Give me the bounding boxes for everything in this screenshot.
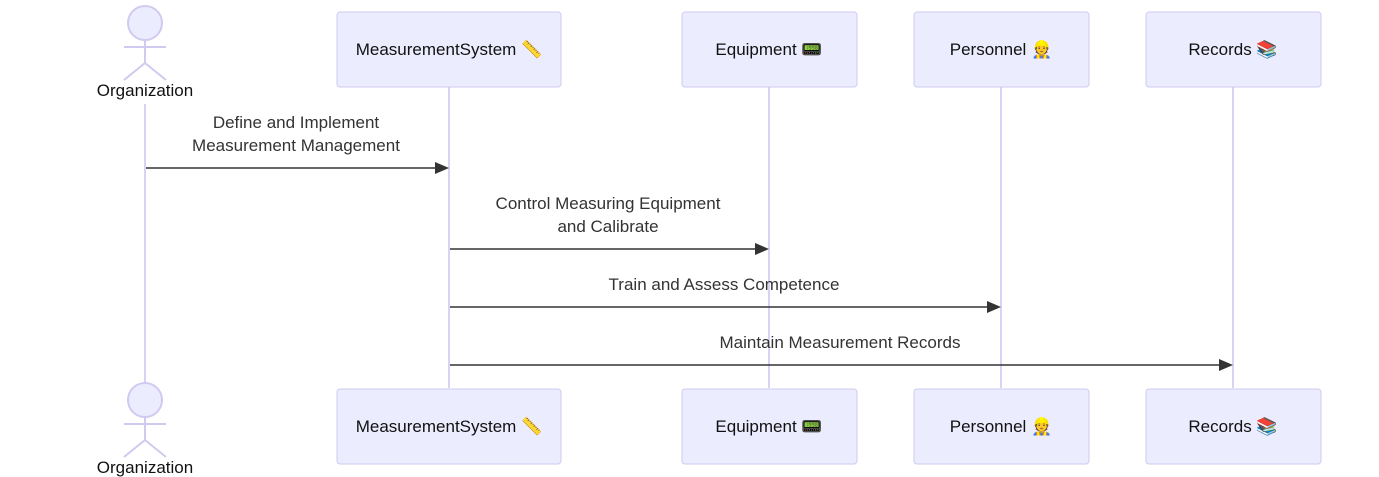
participant-label: MeasurementSystem 📏 — [356, 39, 543, 59]
actor-label-bottom: Organization — [97, 458, 193, 477]
message-label-line: Maintain Measurement Records — [720, 333, 961, 352]
participant-label: Equipment 📟 — [715, 417, 822, 436]
participant-label: Equipment 📟 — [715, 40, 822, 59]
participant-equipment-bottom: Equipment 📟 — [681, 388, 858, 465]
participant-records-bottom: Records 📚 — [1145, 388, 1322, 465]
actor-head-icon — [127, 382, 163, 418]
participant-measurement-system-top: MeasurementSystem 📏 — [336, 11, 562, 88]
actor-organization-bottom: Organization — [97, 382, 193, 477]
message-control-equipment: Control Measuring Equipment and Calibrat… — [450, 194, 769, 255]
message-label-line: Define and Implement — [213, 113, 380, 132]
participant-label: MeasurementSystem 📏 — [356, 416, 543, 436]
participant-label: Records 📚 — [1188, 417, 1277, 436]
arrowhead-icon — [755, 243, 769, 255]
message-label-line: and Calibrate — [557, 217, 658, 236]
message-train-assess: Train and Assess Competence — [450, 275, 1001, 313]
message-maintain-records: Maintain Measurement Records — [450, 333, 1233, 371]
arrowhead-icon — [987, 301, 1001, 313]
participant-records-top: Records 📚 — [1145, 11, 1322, 88]
message-label-line: Control Measuring Equipment — [496, 194, 721, 213]
actor-head-icon — [127, 5, 163, 41]
participant-personnel-bottom: Personnel 👷 — [913, 388, 1090, 465]
participant-label: Personnel 👷 — [950, 39, 1052, 59]
message-label-line: Measurement Management — [192, 136, 400, 155]
arrowhead-icon — [1219, 359, 1233, 371]
participant-measurement-system-bottom: MeasurementSystem 📏 — [336, 388, 562, 465]
actor-label-top: Organization — [97, 81, 193, 100]
actor-organization-top: Organization — [97, 5, 193, 100]
message-define-implement: Define and Implement Measurement Managem… — [146, 113, 449, 174]
participant-label: Records 📚 — [1188, 40, 1277, 59]
arrowhead-icon — [435, 162, 449, 174]
participant-label: Personnel 👷 — [950, 416, 1052, 436]
participant-personnel-top: Personnel 👷 — [913, 11, 1090, 88]
message-label-line: Train and Assess Competence — [609, 275, 840, 294]
participant-equipment-top: Equipment 📟 — [681, 11, 858, 88]
